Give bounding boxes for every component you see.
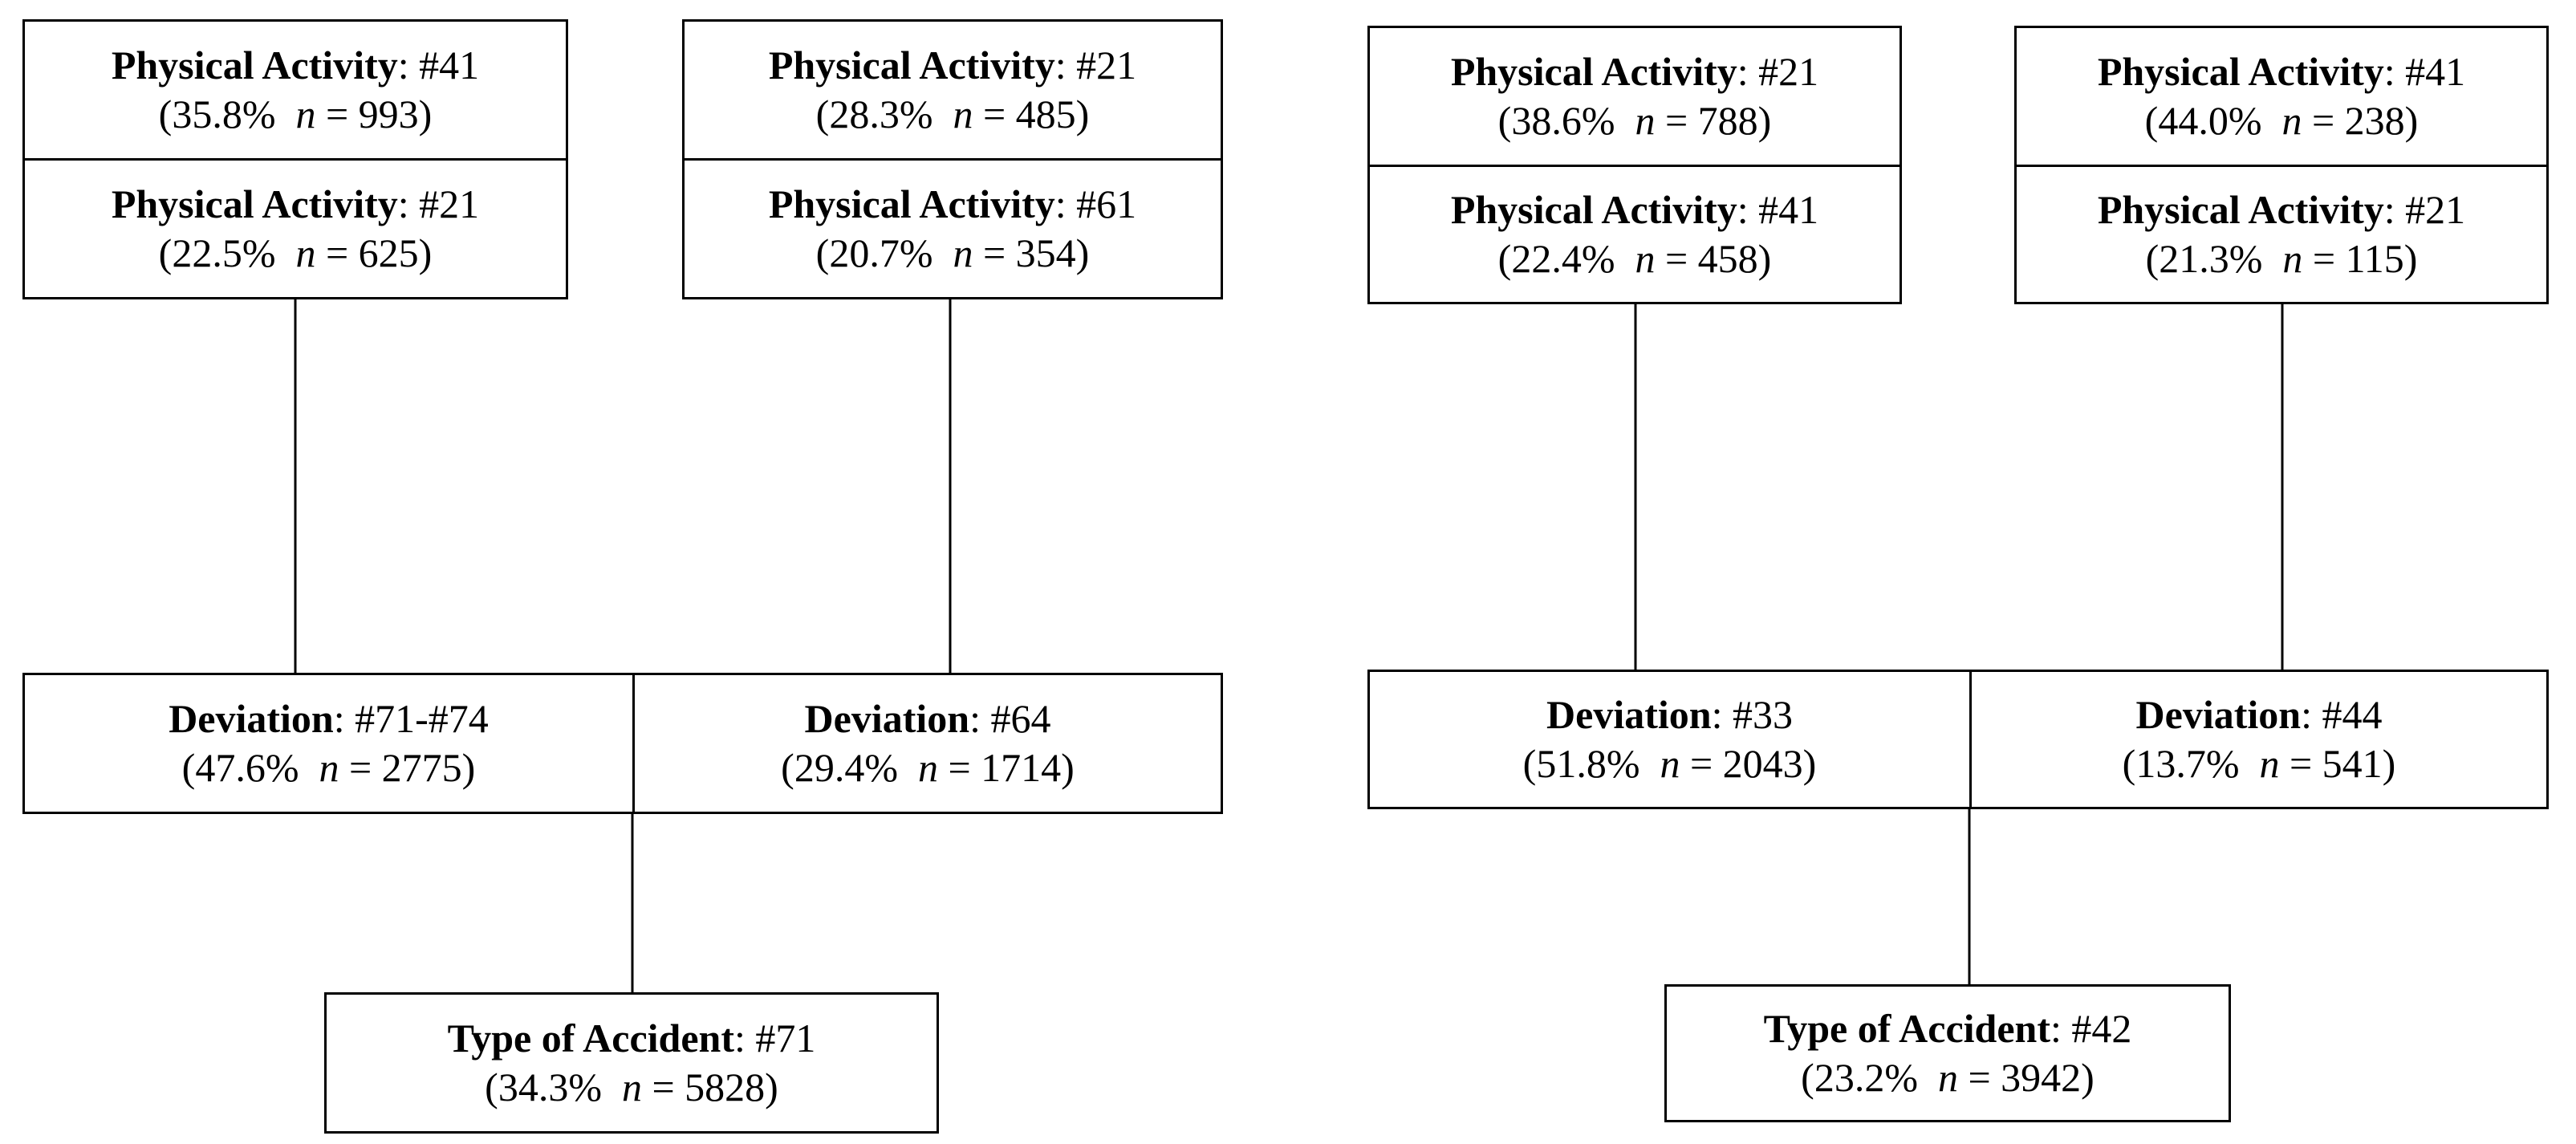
node-label: Physical Activity	[1450, 187, 1737, 232]
node-n: 1714	[981, 745, 1062, 790]
node-n: 2775	[381, 745, 462, 790]
node-label: Physical Activity	[111, 181, 398, 226]
node-code: #71-#74	[355, 696, 489, 741]
node-label: Deviation	[2135, 692, 2302, 737]
node-pct: 28.3%	[829, 92, 933, 136]
node-pct: 44.0%	[2158, 98, 2262, 143]
node-code: #21	[1758, 49, 1819, 94]
node-pct: 35.8%	[172, 92, 276, 136]
node-code: #21	[419, 181, 480, 226]
node-pct: 21.3%	[2159, 236, 2263, 281]
node-code: #33	[1732, 692, 1793, 737]
node-n: 354	[1015, 230, 1076, 275]
node-pct: 23.2%	[1814, 1055, 1918, 1100]
node-n: 788	[1697, 98, 1758, 143]
node-label: Deviation	[1546, 692, 1712, 737]
node-label: Type of Accident	[447, 1016, 734, 1061]
node-label: Physical Activity	[2097, 49, 2384, 94]
node-n: 458	[1697, 236, 1758, 281]
node-n: 541	[2322, 741, 2383, 786]
activity-box: Physical Activity: #21 (38.6% n = 788)	[1367, 26, 1902, 167]
node-code: #41	[419, 43, 480, 88]
node-pct: 13.7%	[2135, 741, 2240, 786]
node-code: #41	[1758, 187, 1819, 232]
node-pct: 20.7%	[829, 230, 933, 275]
node-label: Deviation	[169, 696, 334, 741]
deviation-box: Deviation: #64 (29.4% n = 1714)	[632, 673, 1223, 814]
node-code: #71	[755, 1016, 816, 1061]
activity-box: Physical Activity: #21 (22.5% n = 625)	[22, 158, 568, 299]
activity-box: Physical Activity: #61 (20.7% n = 354)	[682, 158, 1223, 299]
node-code: #21	[1076, 43, 1137, 88]
activity-box: Physical Activity: #41 (44.0% n = 238)	[2014, 26, 2549, 167]
node-label: Deviation	[804, 696, 970, 741]
node-n: 115	[2345, 236, 2404, 281]
node-pct: 51.8%	[1536, 741, 1640, 786]
deviation-box: Deviation: #33 (51.8% n = 2043)	[1367, 670, 1972, 809]
node-n: 238	[2344, 98, 2405, 143]
node-pct: 34.3%	[498, 1065, 602, 1109]
node-code: #21	[2405, 187, 2466, 232]
node-n: 625	[358, 230, 419, 275]
node-n: 2043	[1722, 741, 1803, 786]
accident-box: Type of Accident: #42 (23.2% n = 3942)	[1664, 984, 2231, 1122]
node-label: Physical Activity	[768, 181, 1055, 226]
activity-box: Physical Activity: #41 (35.8% n = 993)	[22, 19, 568, 161]
node-n: 485	[1015, 92, 1076, 136]
node-pct: 29.4%	[794, 745, 898, 790]
node-n: 3942	[2001, 1055, 2082, 1100]
activity-box: Physical Activity: #21 (21.3% n = 115)	[2014, 165, 2549, 304]
node-pct: 22.4%	[1511, 236, 1615, 281]
node-code: #42	[2071, 1006, 2132, 1051]
accident-box: Type of Accident: #71 (34.3% n = 5828)	[324, 992, 939, 1134]
node-code: #64	[990, 696, 1051, 741]
deviation-box: Deviation: #44 (13.7% n = 541)	[1969, 670, 2549, 809]
node-label: Physical Activity	[2097, 187, 2384, 232]
node-pct: 47.6%	[195, 745, 299, 790]
node-n: 993	[358, 92, 419, 136]
node-code: #61	[1076, 181, 1137, 226]
node-code: #41	[2405, 49, 2466, 94]
node-pct: 22.5%	[172, 230, 276, 275]
node-label: Type of Accident	[1763, 1006, 2050, 1051]
node-label: Physical Activity	[111, 43, 398, 88]
node-n: 5828	[685, 1065, 766, 1109]
node-label: Physical Activity	[768, 43, 1055, 88]
activity-box: Physical Activity: #41 (22.4% n = 458)	[1367, 165, 1902, 304]
activity-box: Physical Activity: #21 (28.3% n = 485)	[682, 19, 1223, 161]
node-label: Physical Activity	[1450, 49, 1737, 94]
node-code: #44	[2322, 692, 2383, 737]
deviation-box: Deviation: #71-#74 (47.6% n = 2775)	[22, 673, 635, 814]
node-pct: 38.6%	[1511, 98, 1615, 143]
